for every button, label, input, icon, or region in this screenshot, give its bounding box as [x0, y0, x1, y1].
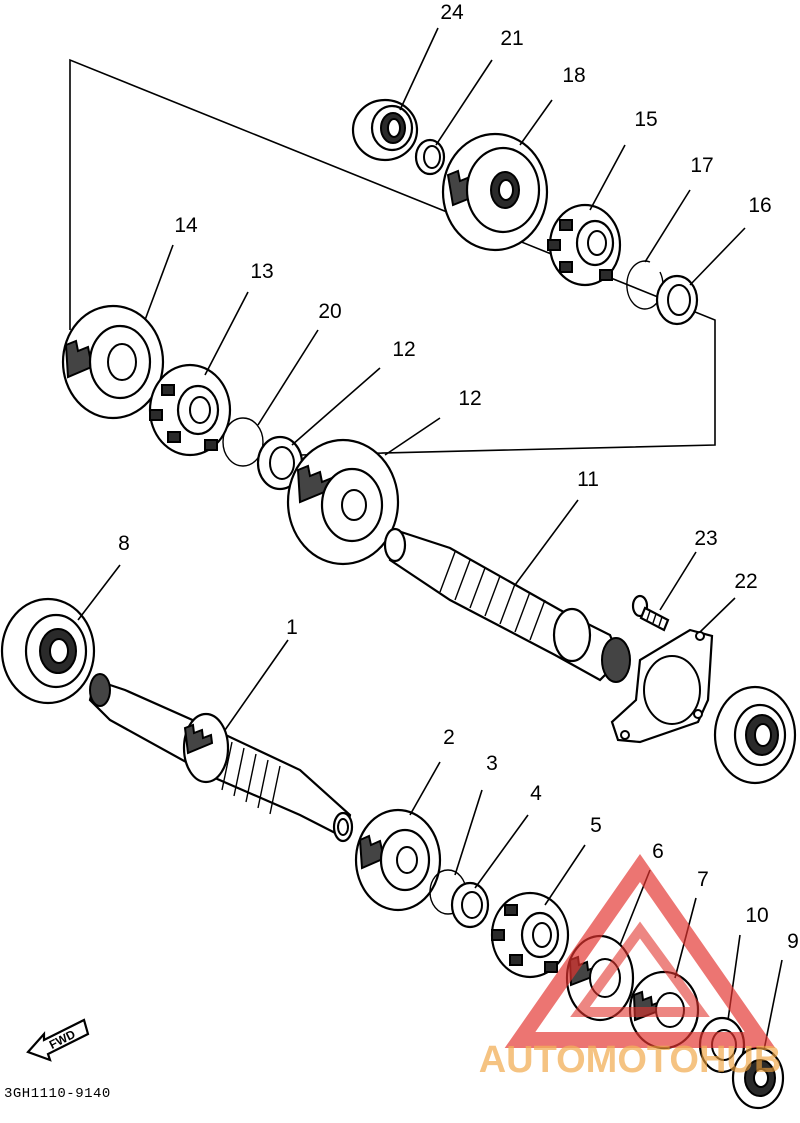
callout-2: 2	[443, 726, 455, 749]
callout-20: 20	[318, 300, 341, 323]
callout-9: 9	[787, 930, 799, 953]
part-11-drive-axle	[383, 527, 631, 683]
leader-lines	[77, 27, 783, 1051]
callout-12b: 12	[458, 387, 481, 410]
part-15-dog-gear	[547, 203, 622, 287]
part-9-bearing	[731, 1046, 785, 1110]
callout-16: 16	[748, 194, 771, 217]
callout-14: 14	[174, 214, 198, 237]
diagram-reference-code: 3GH1110-9140	[4, 1086, 111, 1102]
callout-6: 6	[652, 840, 664, 863]
watermark-logo: AUTOMOTOHUB	[479, 854, 782, 1081]
callout-17: 17	[690, 154, 713, 177]
callout-3: 3	[486, 752, 498, 775]
part-18-gear	[441, 132, 549, 252]
callout-8: 8	[118, 532, 130, 555]
part-1-main-axle	[88, 673, 354, 843]
callout-24: 24	[440, 1, 464, 24]
part-8-bearing	[0, 597, 96, 705]
callout-23: 23	[694, 527, 717, 550]
callout-10: 10	[745, 904, 768, 927]
part-24-bearing	[351, 98, 419, 162]
part-13-dog-gear	[148, 363, 232, 457]
part-12-gear	[286, 438, 400, 566]
callout-numbers: 24 21 18 15 17 16 14 13 20 12 12 11 23 2…	[118, 1, 799, 953]
part-20-circlip	[222, 417, 264, 467]
watermark-text: AUTOMOTOHUB	[479, 1039, 782, 1081]
callout-4: 4	[530, 782, 542, 805]
part-22-retainer-plate	[610, 628, 714, 744]
part-2-gear	[354, 808, 442, 912]
callout-1: 1	[286, 616, 298, 639]
fwd-arrow-icon: FWD	[26, 1018, 90, 1062]
callout-18: 18	[562, 64, 585, 87]
part-4-washer	[450, 881, 490, 929]
assembly-bracket	[69, 58, 716, 456]
callout-12a: 12	[392, 338, 415, 361]
callout-22: 22	[734, 570, 757, 593]
part-5-dog-gear	[490, 891, 570, 979]
callout-15: 15	[634, 108, 657, 131]
part-14-gear	[61, 304, 165, 420]
callout-11: 11	[577, 468, 599, 491]
callout-13: 13	[250, 260, 273, 283]
part-21-washer	[414, 138, 446, 176]
part-12-washer	[256, 435, 304, 491]
callout-21: 21	[500, 27, 523, 50]
part-16-washer	[655, 274, 699, 326]
axle-bearing	[713, 685, 797, 785]
callout-5: 5	[590, 814, 602, 837]
part-23-screw	[631, 594, 670, 632]
callout-7: 7	[697, 868, 709, 891]
